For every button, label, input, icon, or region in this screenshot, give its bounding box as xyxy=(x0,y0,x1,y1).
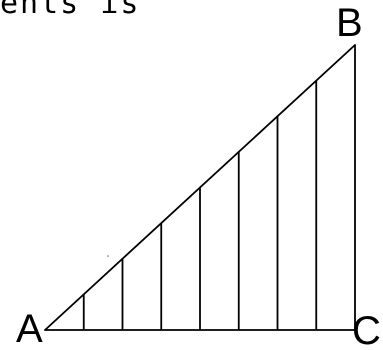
stray-mark xyxy=(107,255,109,257)
vertex-label-c: C xyxy=(352,309,381,350)
caption-text: ents is xyxy=(0,0,141,21)
division-lines xyxy=(82,80,318,330)
vertex-label-b: B xyxy=(336,1,363,45)
vertex-label-a: A xyxy=(16,307,43,350)
